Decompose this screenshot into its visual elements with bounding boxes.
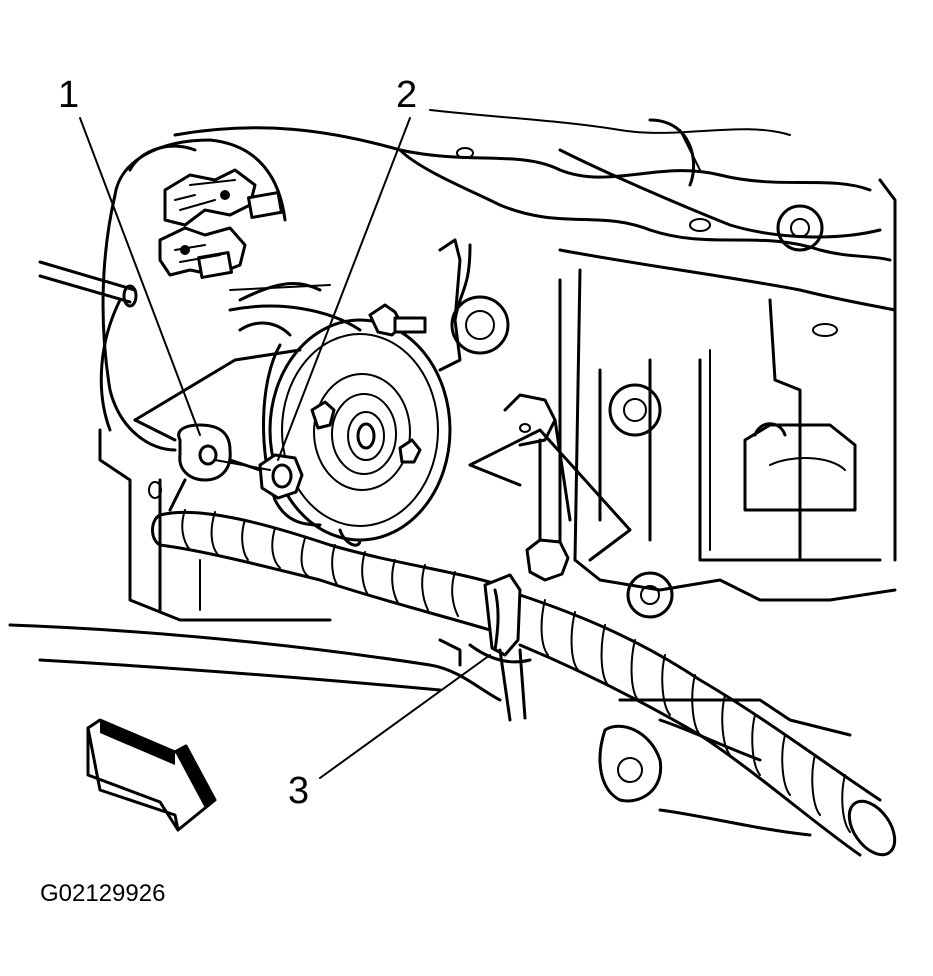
callout-label-1: 1 [58, 74, 80, 116]
figure-id: G02129926 [40, 880, 166, 907]
callout-label-3: 3 [288, 770, 310, 812]
leader-lines [79, 117, 491, 779]
starter-motor [38, 138, 452, 547]
bracket-plane [133, 348, 632, 582]
callout-label-2: 2 [396, 74, 418, 116]
wiring-harness [8, 509, 897, 857]
engine-block [98, 109, 897, 837]
view-direction-arrow-icon [86, 718, 217, 832]
